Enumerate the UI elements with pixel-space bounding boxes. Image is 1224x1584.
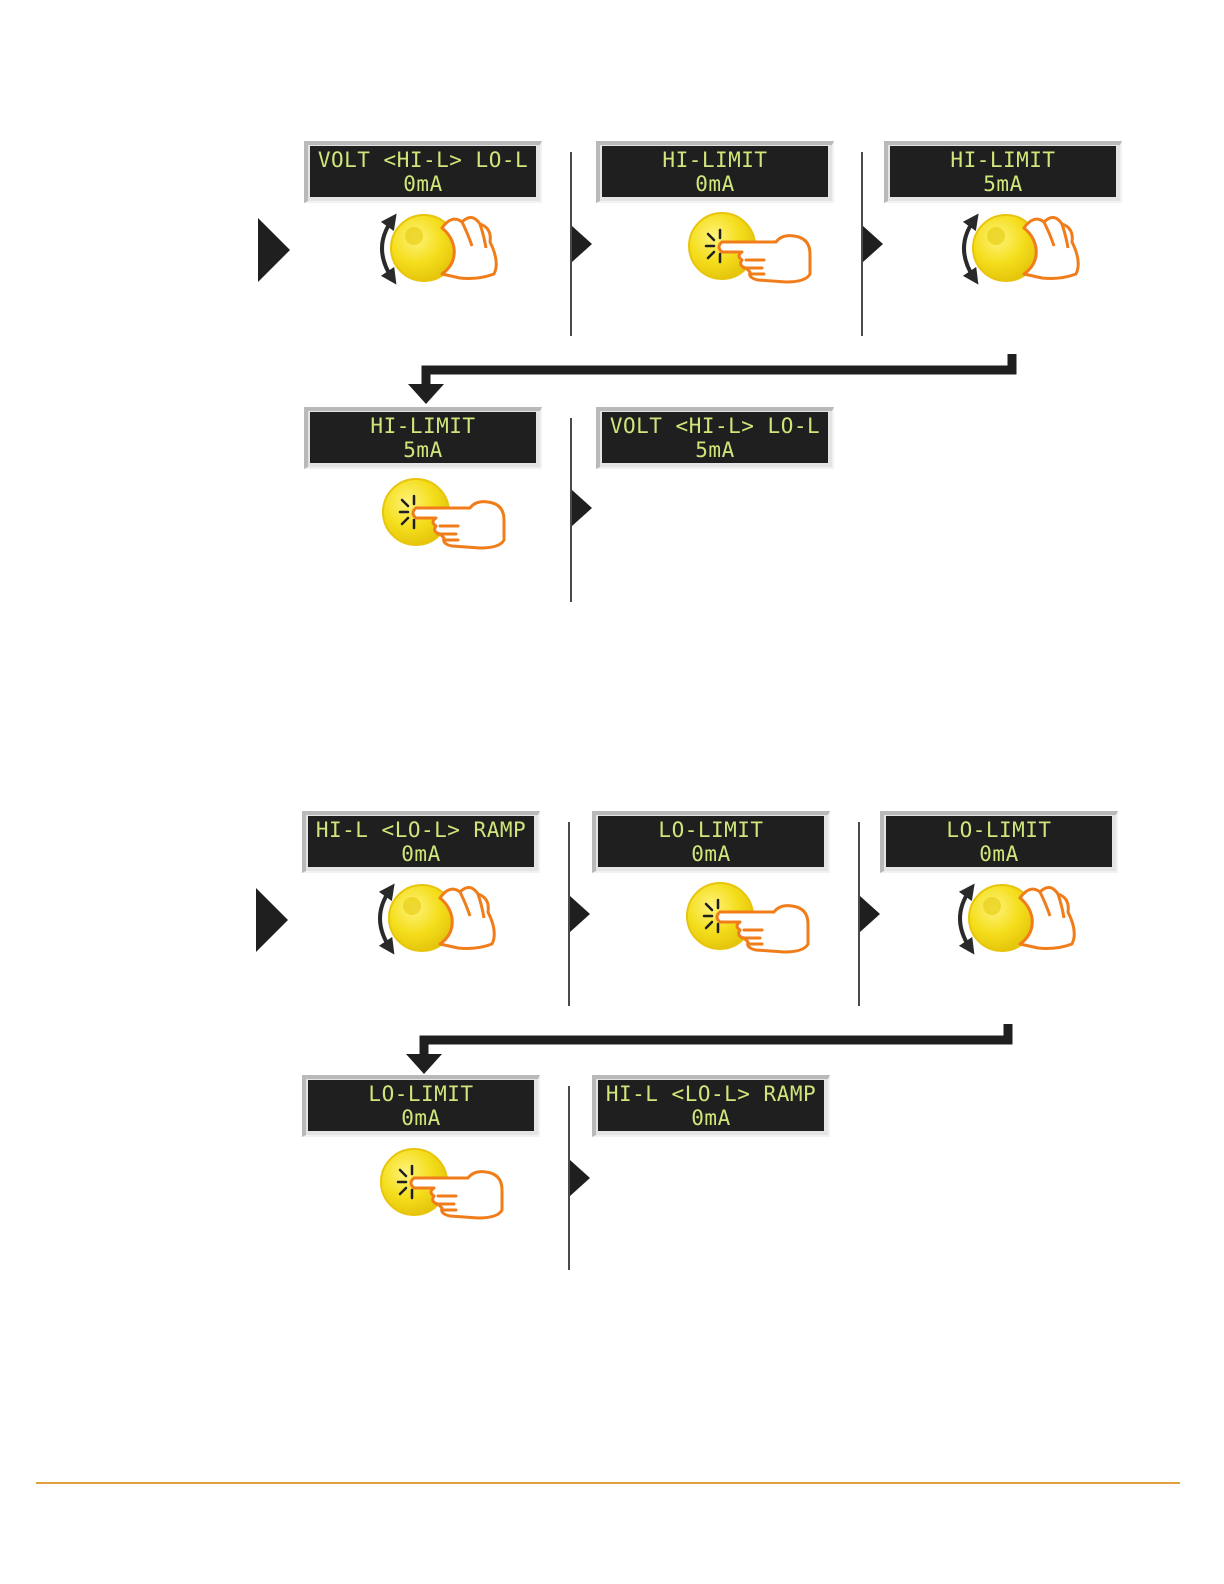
lcd-line-2: 0mA [598,842,824,866]
lcd-line-2: 0mA [310,172,536,196]
press-knob-icon [686,208,820,290]
lcd-line-2: 0mA [886,842,1112,866]
lcd-line-1: HI-LIMIT [890,148,1116,172]
rotate-knob-icon [368,208,508,290]
step-start-arrow [258,218,290,282]
lcd-line-1: LO-LIMIT [886,818,1112,842]
lcd-display: HI-LIMIT 5mA [304,407,542,469]
step-arrow [570,1160,590,1196]
press-knob-icon [684,878,818,960]
lcd-line-1: HI-L <LO-L> RAMP [308,818,534,842]
lcd-line-1: HI-LIMIT [310,414,536,438]
lcd-display: HI-L <LO-L> RAMP 0mA [302,811,540,873]
rotate-knob-icon [366,878,506,960]
step-arrow [570,896,590,932]
press-knob-icon [378,1144,512,1226]
lcd-display: HI-LIMIT 5mA [884,141,1122,203]
step-arrow [572,226,592,262]
lcd-display: HI-LIMIT 0mA [596,141,834,203]
lcd-display: VOLT <HI-L> LO-L 5mA [596,407,834,469]
lcd-line-2: 0mA [602,172,828,196]
lcd-line-2: 5mA [310,438,536,462]
lcd-display: LO-LIMIT 0mA [592,811,830,873]
lcd-line-1: LO-LIMIT [598,818,824,842]
lcd-line-2: 5mA [890,172,1116,196]
step-arrow [860,896,880,932]
step-arrow [863,226,883,262]
step-start-arrow [256,888,288,952]
lcd-display: LO-LIMIT 0mA [302,1075,540,1137]
step-arrow [572,490,592,526]
lcd-display: LO-LIMIT 0mA [880,811,1118,873]
lcd-line-2: 0mA [598,1106,824,1130]
lcd-line-2: 0mA [308,842,534,866]
lcd-line-1: HI-LIMIT [602,148,828,172]
press-knob-icon [380,474,514,556]
lcd-line-1: LO-LIMIT [308,1082,534,1106]
lcd-line-2: 0mA [308,1106,534,1130]
lcd-line-1: VOLT <HI-L> LO-L [602,414,828,438]
lcd-line-1: VOLT <HI-L> LO-L [310,148,536,172]
lcd-display: VOLT <HI-L> LO-L 0mA [304,141,542,203]
rotate-knob-icon [950,208,1090,290]
footer-rule [36,1482,1180,1484]
rotate-knob-icon [946,878,1086,960]
lcd-line-1: HI-L <LO-L> RAMP [598,1082,824,1106]
lcd-display: HI-L <LO-L> RAMP 0mA [592,1075,830,1137]
lcd-line-2: 5mA [602,438,828,462]
